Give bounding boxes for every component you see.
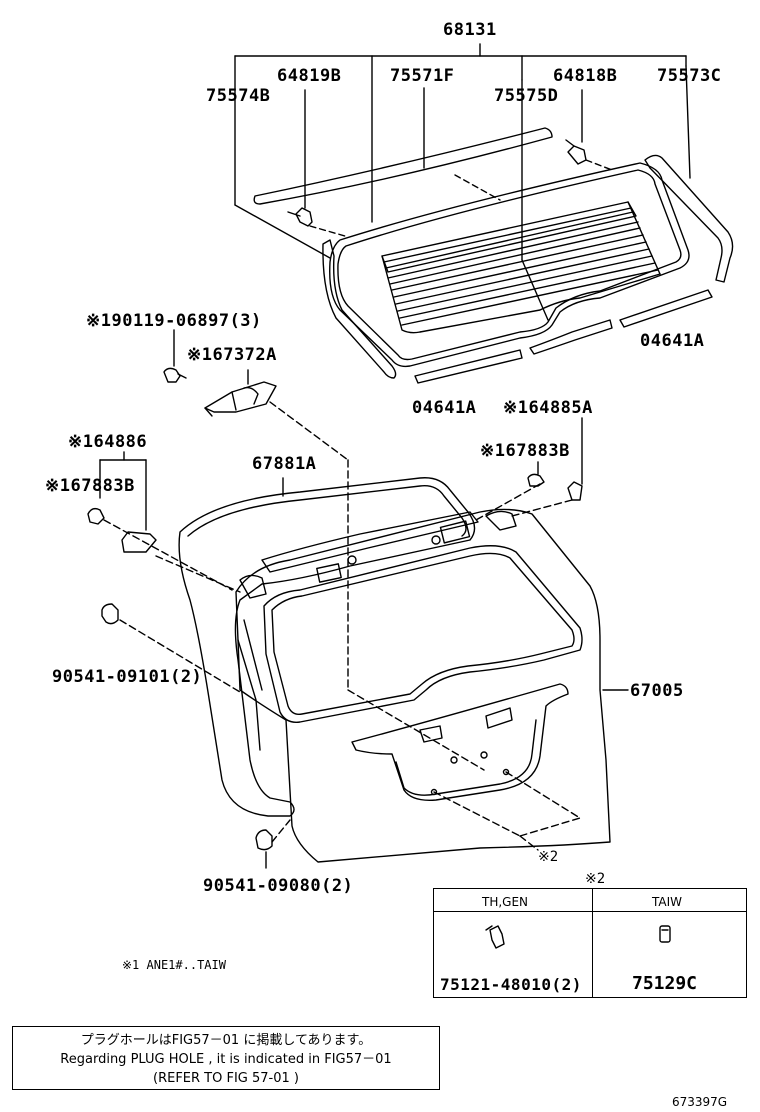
table-header-divider — [434, 911, 746, 912]
moulding-75574B — [234, 204, 397, 379]
label-04641A-right[interactable]: 04641A — [640, 331, 705, 351]
bolt-190119 — [163, 329, 187, 383]
plug-hole-note: プラグホールはFIG57－01 に掲載してあります。 Regarding PLU… — [12, 1026, 440, 1090]
label-ref-2: ※2 — [538, 849, 559, 865]
label-67881A[interactable]: 67881A — [252, 454, 317, 474]
table-header-taiw: TAIW — [652, 895, 683, 909]
moulding-75571F — [253, 87, 553, 205]
bracket-68131 — [234, 43, 687, 223]
clip-64819B — [287, 89, 313, 227]
clip-75129C-icon — [659, 925, 671, 943]
clip-164886 — [99, 451, 157, 553]
figure-id: 673397G — [672, 1095, 728, 1109]
table-header-th-gen: TH,GEN — [482, 895, 529, 909]
clip-167883B-left — [87, 507, 105, 525]
label-90541-09080[interactable]: 90541-09080(2) — [203, 876, 354, 896]
table-part-75129C[interactable]: 75129C — [632, 973, 698, 994]
moulding-75575D — [521, 79, 613, 355]
note-line-ref: (REFER TO FIG 57-01 ) — [153, 1071, 299, 1086]
clip-164885A — [567, 417, 583, 501]
label-167372A[interactable]: ※167372A — [187, 345, 277, 365]
back-door-67005 — [235, 508, 629, 863]
clip-167883B-right — [527, 461, 545, 487]
note-ane1: ※1 ANE1#..TAIW — [122, 958, 226, 972]
cushion-90541-09080 — [255, 829, 273, 869]
moulding-75573C — [644, 65, 734, 283]
label-164885A[interactable]: ※164885A — [503, 398, 593, 418]
label-64818B[interactable]: 64818B — [553, 66, 618, 86]
table-part-75121-48010[interactable]: 75121-48010(2) — [440, 975, 582, 994]
label-64819B[interactable]: 64819B — [277, 66, 342, 86]
label-75571F[interactable]: 75571F — [390, 66, 455, 86]
label-164886[interactable]: ※164886 — [68, 432, 148, 452]
note-line-jp: プラグホールはFIG57－01 に掲載してあります。 — [80, 1033, 372, 1048]
table-column-divider — [592, 889, 593, 997]
label-67005[interactable]: 67005 — [630, 681, 684, 701]
variant-table: TH,GEN TAIW 75121-48010(2) 75129C — [433, 888, 747, 998]
label-04641A-bottom[interactable]: 04641A — [412, 398, 477, 418]
cushion-90541-09101 — [101, 603, 119, 625]
label-75573C[interactable]: 75573C — [657, 66, 722, 86]
label-75575D[interactable]: 75575D — [494, 86, 559, 106]
weatherstrip-67881A — [178, 477, 476, 817]
dashed-guides-top — [309, 159, 613, 237]
back-glass — [329, 162, 690, 368]
label-68131[interactable]: 68131 — [443, 20, 497, 40]
bracket-167372A — [204, 369, 277, 417]
label-167883B-left[interactable]: ※167883B — [45, 476, 135, 496]
label-190119-06897[interactable]: ※190119-06897(3) — [86, 311, 262, 331]
dashed-guides — [103, 401, 581, 851]
label-75574B[interactable]: 75574B — [206, 86, 271, 106]
label-90541-09101[interactable]: 90541-09101(2) — [52, 667, 203, 687]
table-title: ※2 — [585, 871, 606, 887]
strip-04641A — [414, 289, 713, 384]
clip-75121-48010-icon — [485, 925, 505, 949]
note-line-en: Regarding PLUG HOLE , it is indicated in… — [60, 1052, 392, 1067]
clip-64818B — [565, 89, 587, 165]
label-167883B-right[interactable]: ※167883B — [480, 441, 570, 461]
